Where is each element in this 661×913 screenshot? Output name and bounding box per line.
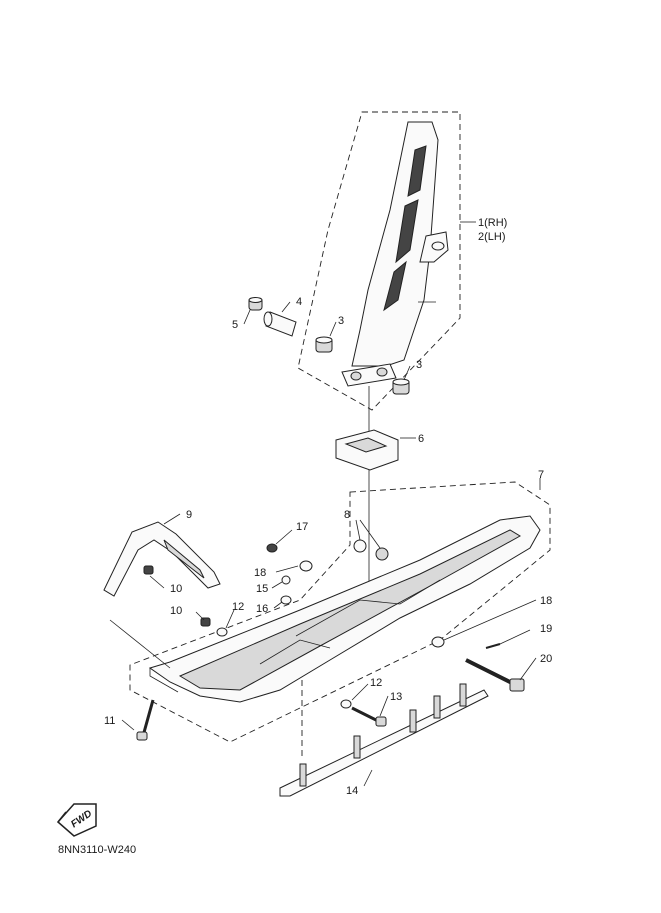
callout-11: 11 [104, 715, 115, 727]
callout-3b: 3 [416, 359, 422, 371]
callout-2: 2(LH) [478, 231, 506, 243]
callout-13: 13 [390, 691, 402, 703]
ski-handle-9 [103, 521, 221, 597]
callout-3a: 3 [338, 315, 344, 327]
callout-18a: 18 [254, 567, 266, 579]
callout-19: 19 [540, 623, 552, 635]
spindle-group-outline [297, 111, 461, 411]
bushing-5 [248, 297, 263, 311]
bolt-20 [465, 658, 525, 692]
callout-7: 7 [538, 469, 544, 481]
callout-9: 9 [186, 509, 192, 521]
bushing-3a [315, 336, 333, 353]
callout-6: 6 [418, 433, 424, 445]
callout-18b: 18 [540, 595, 552, 607]
sleeve-4 [263, 311, 297, 337]
washer-18a [299, 560, 313, 572]
washer-12a [216, 627, 228, 637]
callout-10b: 10 [170, 605, 182, 617]
washer-16 [280, 595, 292, 605]
callout-4: 4 [296, 296, 302, 308]
callout-5: 5 [232, 319, 238, 331]
bushing-3b [392, 378, 410, 395]
ski-group-outline [129, 481, 551, 743]
fwd-arrow-icon: FWD [56, 803, 97, 837]
callout-14: 14 [346, 785, 358, 797]
bolt-13 [351, 706, 387, 727]
washer-8a [353, 539, 367, 553]
nut-17 [266, 543, 278, 553]
callout-15: 15 [256, 583, 268, 595]
collar-15 [281, 575, 291, 585]
callout-1: 1(RH) [478, 217, 507, 229]
nut-10b [200, 617, 211, 627]
ski-body [148, 515, 541, 703]
callout-17: 17 [296, 521, 308, 533]
callout-16: 16 [256, 603, 268, 615]
bolt-11 [136, 699, 155, 741]
pin-19 [485, 643, 501, 649]
washer-12b [340, 699, 352, 709]
nut-10a [143, 565, 154, 575]
callout-12a: 12 [232, 601, 244, 613]
spindle-part [341, 121, 449, 387]
damper-6 [335, 429, 399, 471]
diagram-code: 8NN3110-W240 [58, 844, 136, 856]
leader-lines [109, 221, 541, 787]
runner-14 [279, 683, 489, 797]
callout-12b: 12 [370, 677, 382, 689]
callout-8: 8 [344, 509, 350, 521]
callout-10a: 10 [170, 583, 182, 595]
callout-20: 20 [540, 653, 552, 665]
nut-8b [375, 547, 389, 561]
washer-18b [431, 636, 445, 648]
